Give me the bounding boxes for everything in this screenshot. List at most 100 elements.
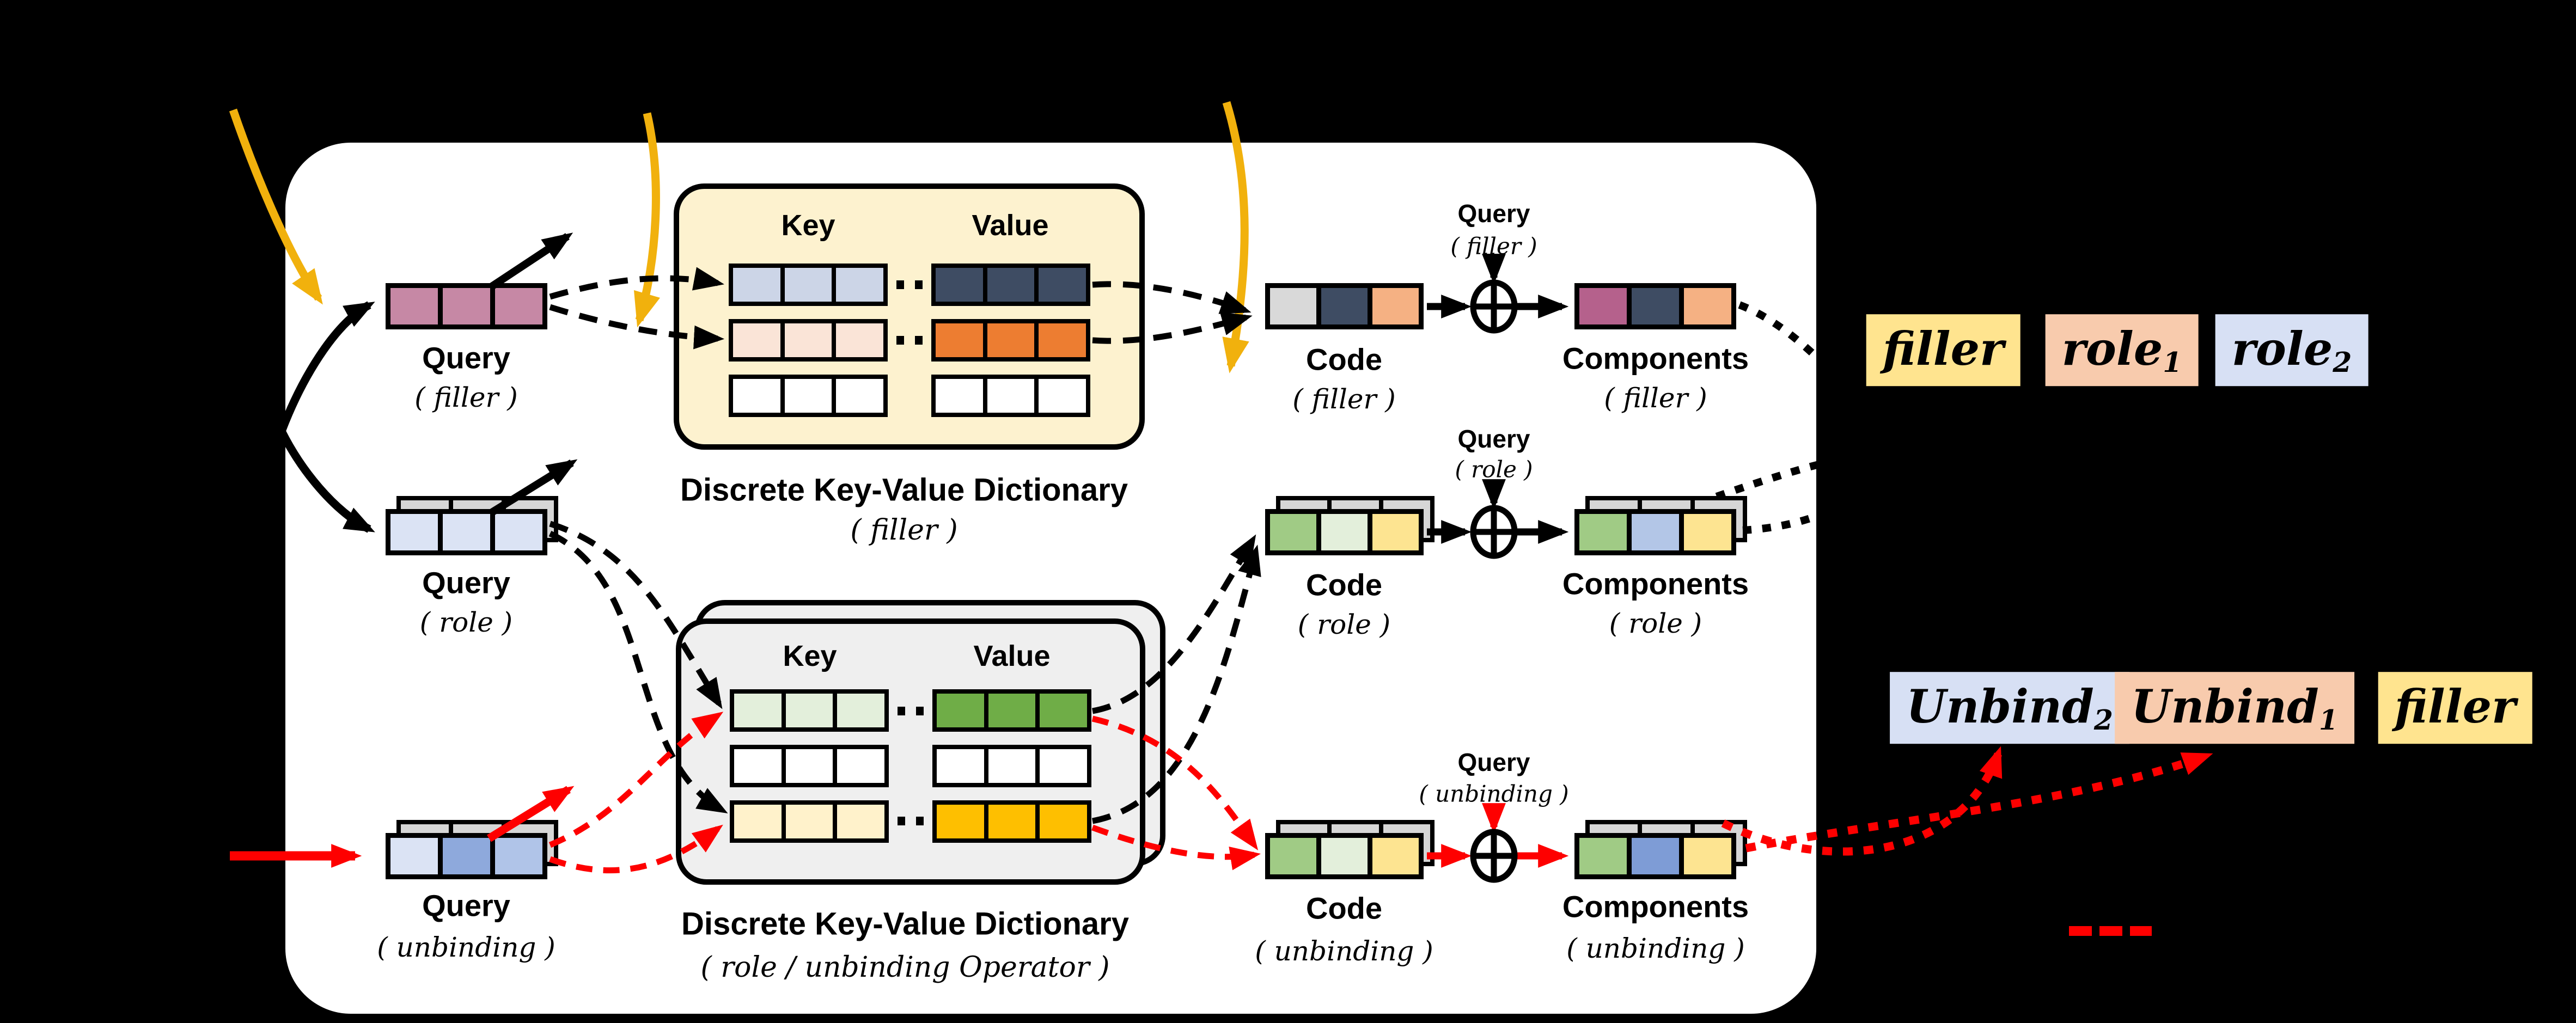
- value-cell: [932, 745, 988, 787]
- code-filler-block: [1265, 283, 1424, 329]
- dict-role-subtitle: ( role / unbinding Operator ): [700, 951, 1110, 984]
- key-cell: [781, 689, 838, 732]
- vector-cell: [1316, 283, 1372, 329]
- output-subscript: 1: [2163, 346, 2182, 378]
- key-cell: [729, 319, 785, 362]
- vector-cell: [1679, 283, 1736, 329]
- output-label-filler-bottom: filler: [2378, 672, 2532, 744]
- value-cell: [932, 689, 988, 732]
- code-filler-label: Code: [1306, 342, 1382, 377]
- dict-filler-key-header: Key: [781, 209, 835, 242]
- vector-cell: [1574, 833, 1632, 879]
- value-cell: [982, 264, 1039, 306]
- components-unbinding-label: Components: [1562, 889, 1749, 924]
- components-unbinding-sublabel: ( unbinding ): [1566, 933, 1745, 964]
- vector-cell: [386, 509, 443, 555]
- output-label-filler: filler: [1866, 314, 2020, 386]
- code-filler-sublabel: ( filler ): [1292, 383, 1396, 415]
- vector-cell: [1574, 509, 1632, 555]
- vector-cell: [490, 509, 547, 555]
- code-unbinding-block: [1265, 833, 1424, 879]
- value-cell: [931, 375, 987, 417]
- vector-cell: [1679, 509, 1736, 555]
- vector-cell: [1368, 509, 1424, 555]
- vector-cell: [386, 833, 443, 879]
- key-cell: [833, 800, 889, 843]
- value-cell: [1034, 375, 1091, 417]
- components-role-sublabel: ( role ): [1609, 608, 1702, 639]
- value-cell: [1035, 800, 1092, 843]
- dict-role-title: Discrete Key-Value Dictionary: [681, 906, 1130, 942]
- vector-cell: [1679, 833, 1736, 879]
- components-filler-label: Components: [1562, 341, 1749, 376]
- code-unbinding-sublabel: ( unbinding ): [1255, 935, 1433, 967]
- xor-query-role-sublabel: ( role ): [1455, 456, 1533, 483]
- dict-role-key-row-2: [730, 745, 889, 787]
- query-role-sublabel: ( role ): [419, 607, 513, 638]
- dict-filler-value-header: Value: [972, 209, 1049, 242]
- key-cell: [781, 800, 838, 843]
- dict-role-value-header: Value: [973, 640, 1051, 672]
- vector-cell: [1627, 509, 1684, 555]
- key-cell: [729, 264, 785, 306]
- output-text: filler: [2394, 679, 2516, 734]
- output-label-role1: role1: [2045, 314, 2199, 386]
- code-role-sublabel: ( role ): [1297, 609, 1391, 640]
- dict-role-value-row-3: [932, 800, 1092, 843]
- value-cell: [982, 375, 1039, 417]
- query-unbinding-sublabel: ( unbinding ): [377, 932, 556, 963]
- xor-query-unbinding-label: Query: [1457, 748, 1530, 776]
- dict-filler-key-row-3: [729, 375, 888, 417]
- xor-query-filler-sublabel: ( filler ): [1450, 232, 1537, 260]
- value-cell: [984, 745, 1040, 787]
- vector-cell: [438, 833, 495, 879]
- dict-role-value-row-1: [932, 689, 1092, 732]
- vector-cell: [1265, 509, 1321, 555]
- value-cell: [931, 319, 987, 362]
- key-cell: [833, 689, 889, 732]
- query-role-label: Query: [422, 565, 510, 600]
- dict-role-key-header: Key: [783, 640, 837, 672]
- key-cell: [729, 375, 785, 417]
- vector-cell: [386, 283, 443, 329]
- vector-cell: [1265, 833, 1321, 879]
- dict-filler-key-row-2: [729, 319, 888, 362]
- vector-cell: [1627, 833, 1684, 879]
- value-cell: [984, 800, 1040, 843]
- output-text: role: [2061, 322, 2163, 376]
- code-unbinding-label: Code: [1306, 891, 1382, 926]
- output-subscript: 1: [2318, 703, 2338, 736]
- dict-role-value-row-2: [932, 745, 1092, 787]
- dict-filler-value-row-1: [931, 264, 1091, 306]
- output-text: Unbind: [2131, 679, 2319, 734]
- key-cell: [780, 319, 837, 362]
- components-role-block: [1574, 509, 1736, 555]
- value-cell: [932, 800, 988, 843]
- dict-role-key-row-3: [730, 800, 889, 843]
- key-cell: [730, 689, 786, 732]
- vector-cell: [438, 283, 495, 329]
- xor-query-unbinding-sublabel: ( unbinding ): [1419, 780, 1569, 807]
- vector-cell: [490, 283, 547, 329]
- key-cell: [730, 800, 786, 843]
- value-cell: [931, 264, 987, 306]
- xor-query-role-label: Query: [1457, 425, 1530, 453]
- components-filler-sublabel: ( filler ): [1604, 382, 1707, 414]
- dict-filler-key-row-1: [729, 264, 888, 306]
- output-text: filler: [1882, 322, 2004, 376]
- query-unbinding-block: [386, 833, 547, 879]
- key-cell: [781, 745, 838, 787]
- query-role-block: [386, 509, 547, 555]
- value-cell: [1034, 319, 1091, 362]
- output-label-unbind1: Unbind1: [2115, 672, 2354, 744]
- vector-cell: [438, 509, 495, 555]
- code-role-block: [1265, 509, 1424, 555]
- query-filler-sublabel: ( filler ): [414, 382, 518, 413]
- vector-cell: [1265, 283, 1321, 329]
- code-role-label: Code: [1306, 567, 1382, 602]
- vector-cell: [1316, 833, 1372, 879]
- components-filler-block: [1574, 283, 1736, 329]
- value-cell: [1035, 745, 1092, 787]
- output-text: Unbind: [1906, 679, 2094, 734]
